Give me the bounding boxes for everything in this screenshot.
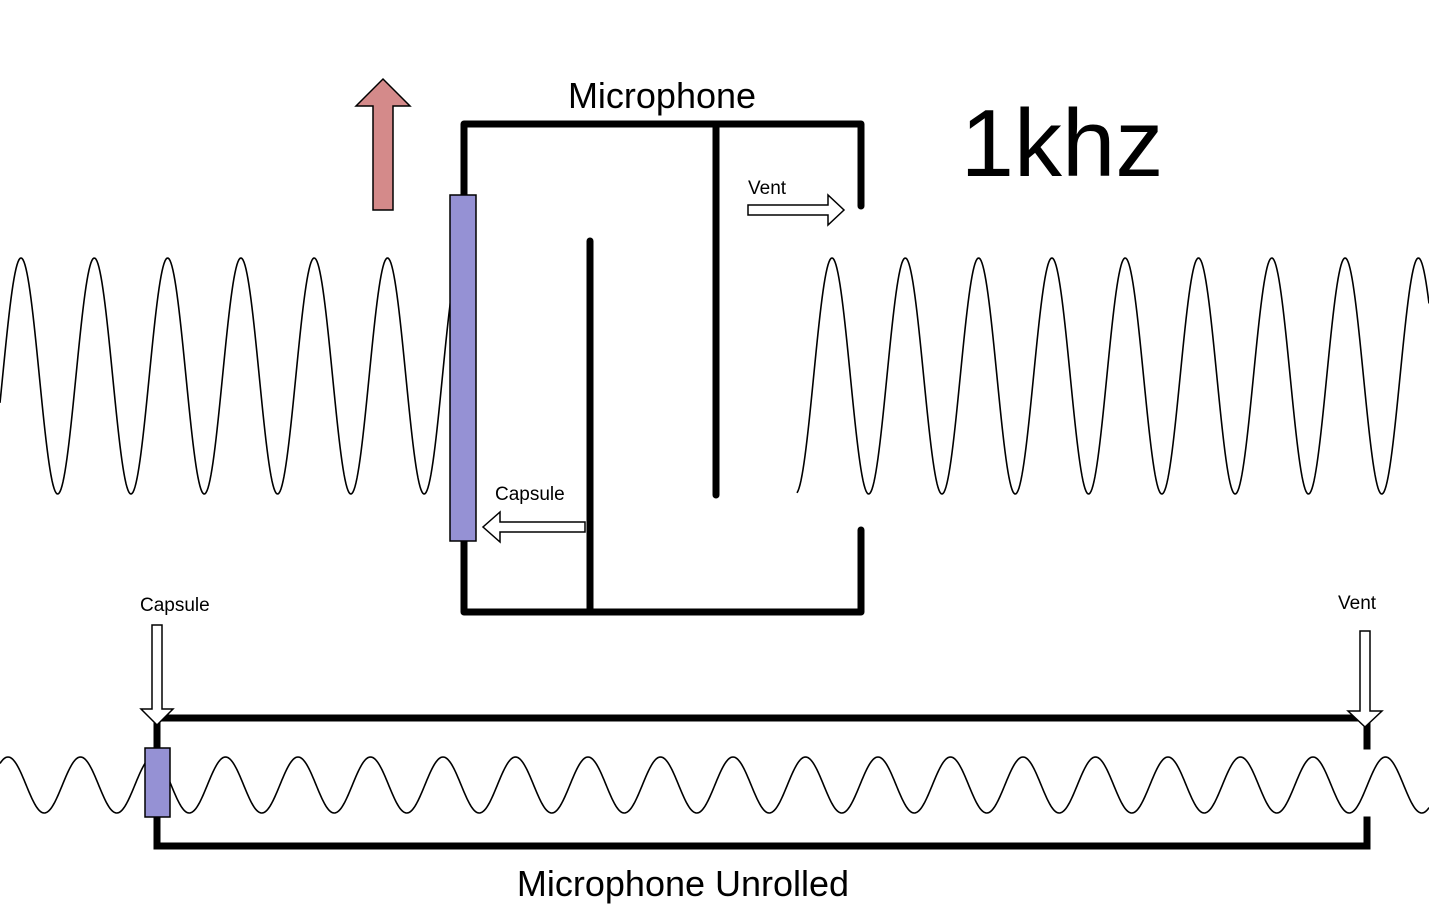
capsule-label-bottom: Capsule: [140, 595, 210, 616]
sound-wave-left: [0, 257, 463, 495]
capsule-arrow-bottom: [139, 624, 175, 727]
microphone-title: Microphone: [568, 75, 756, 116]
unrolled-title: Microphone Unrolled: [517, 863, 849, 904]
capsule-diaphragm-top: [449, 194, 477, 542]
up-arrow: [354, 77, 412, 211]
unrolled-tube: [153, 714, 1371, 850]
vent-arrow-top: [747, 193, 846, 227]
frequency-label: 1khz: [961, 90, 1164, 197]
sound-wave-right: [796, 257, 1429, 495]
vent-label-bottom: Vent: [1338, 593, 1377, 614]
sound-wave-unrolled: [0, 756, 1429, 814]
microphone-bottom-wall: [460, 526, 865, 616]
capsule-label-top: Capsule: [495, 484, 565, 505]
vent-arrow-bottom: [1346, 630, 1384, 729]
microphone-body: [460, 120, 865, 616]
vent-label-top: Vent: [748, 178, 787, 199]
unrolled-bottom-wall: [153, 814, 1371, 850]
microphone-left-top-wall: [460, 120, 865, 210]
top-wave-group: [0, 257, 1429, 495]
capsule-arrow-top: [481, 510, 586, 544]
unrolled-top-wall: [153, 714, 1371, 754]
capsule-diaphragm-bottom: [144, 747, 171, 818]
